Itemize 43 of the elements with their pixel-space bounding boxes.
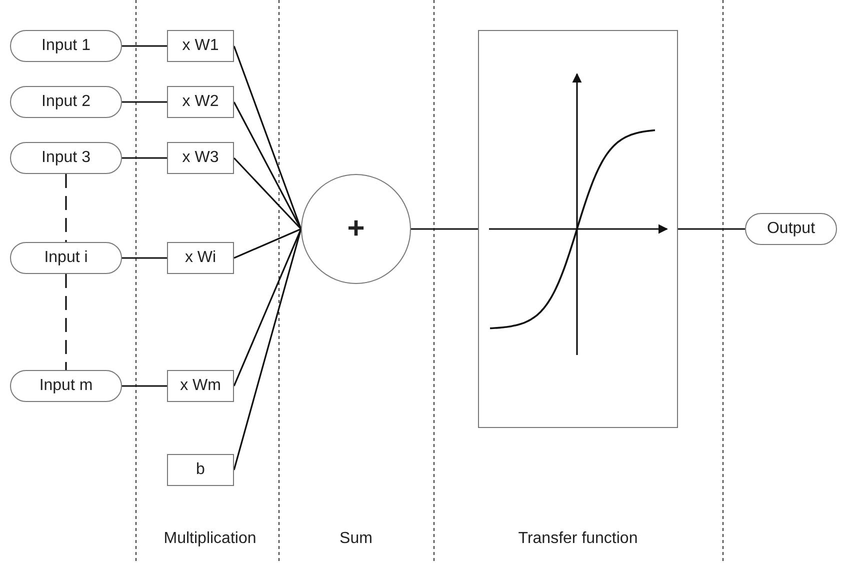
connector-line bbox=[233, 228, 302, 386]
node-label: x Wi bbox=[184, 249, 216, 267]
terminal-node bbox=[10, 142, 122, 174]
terminal-node bbox=[10, 30, 122, 62]
connector-line bbox=[411, 228, 478, 230]
column-heading: Multiplication bbox=[164, 530, 256, 548]
terminal-node bbox=[745, 213, 837, 245]
node-label: x W3 bbox=[182, 149, 219, 167]
connector-line bbox=[233, 157, 302, 230]
function-box bbox=[478, 30, 678, 428]
node-label: + bbox=[347, 212, 365, 246]
dashed-connector bbox=[65, 274, 67, 370]
process-box bbox=[167, 30, 234, 62]
connector-line bbox=[233, 46, 302, 230]
dashed-connector bbox=[65, 174, 67, 242]
process-box bbox=[167, 242, 234, 274]
node-label: Input m bbox=[39, 377, 93, 395]
terminal-node bbox=[10, 86, 122, 118]
column-heading: Transfer function bbox=[518, 530, 638, 548]
process-box bbox=[167, 370, 234, 402]
node-label: b bbox=[196, 461, 205, 479]
connector-line bbox=[233, 102, 302, 230]
node-label: x W2 bbox=[182, 93, 219, 111]
node-label: Input 1 bbox=[42, 37, 90, 55]
terminal-node bbox=[10, 370, 122, 402]
terminal-node bbox=[10, 242, 122, 274]
node-label: x Wm bbox=[180, 377, 221, 395]
connector-line bbox=[122, 101, 167, 103]
process-box bbox=[167, 142, 234, 174]
connector-line bbox=[122, 257, 167, 259]
node-label: Input i bbox=[44, 249, 88, 267]
column-heading: Sum bbox=[340, 530, 372, 548]
connector-line bbox=[122, 157, 167, 159]
connector-line bbox=[122, 45, 167, 47]
process-box bbox=[167, 454, 234, 486]
connector-line bbox=[234, 228, 302, 259]
connector-line bbox=[122, 385, 167, 387]
process-box bbox=[167, 86, 234, 118]
connector-line bbox=[678, 228, 745, 230]
node-label: Input 2 bbox=[42, 93, 90, 111]
node-label: Output bbox=[766, 220, 816, 238]
node-label: Input 3 bbox=[42, 149, 90, 167]
node-label: x W1 bbox=[182, 37, 219, 55]
